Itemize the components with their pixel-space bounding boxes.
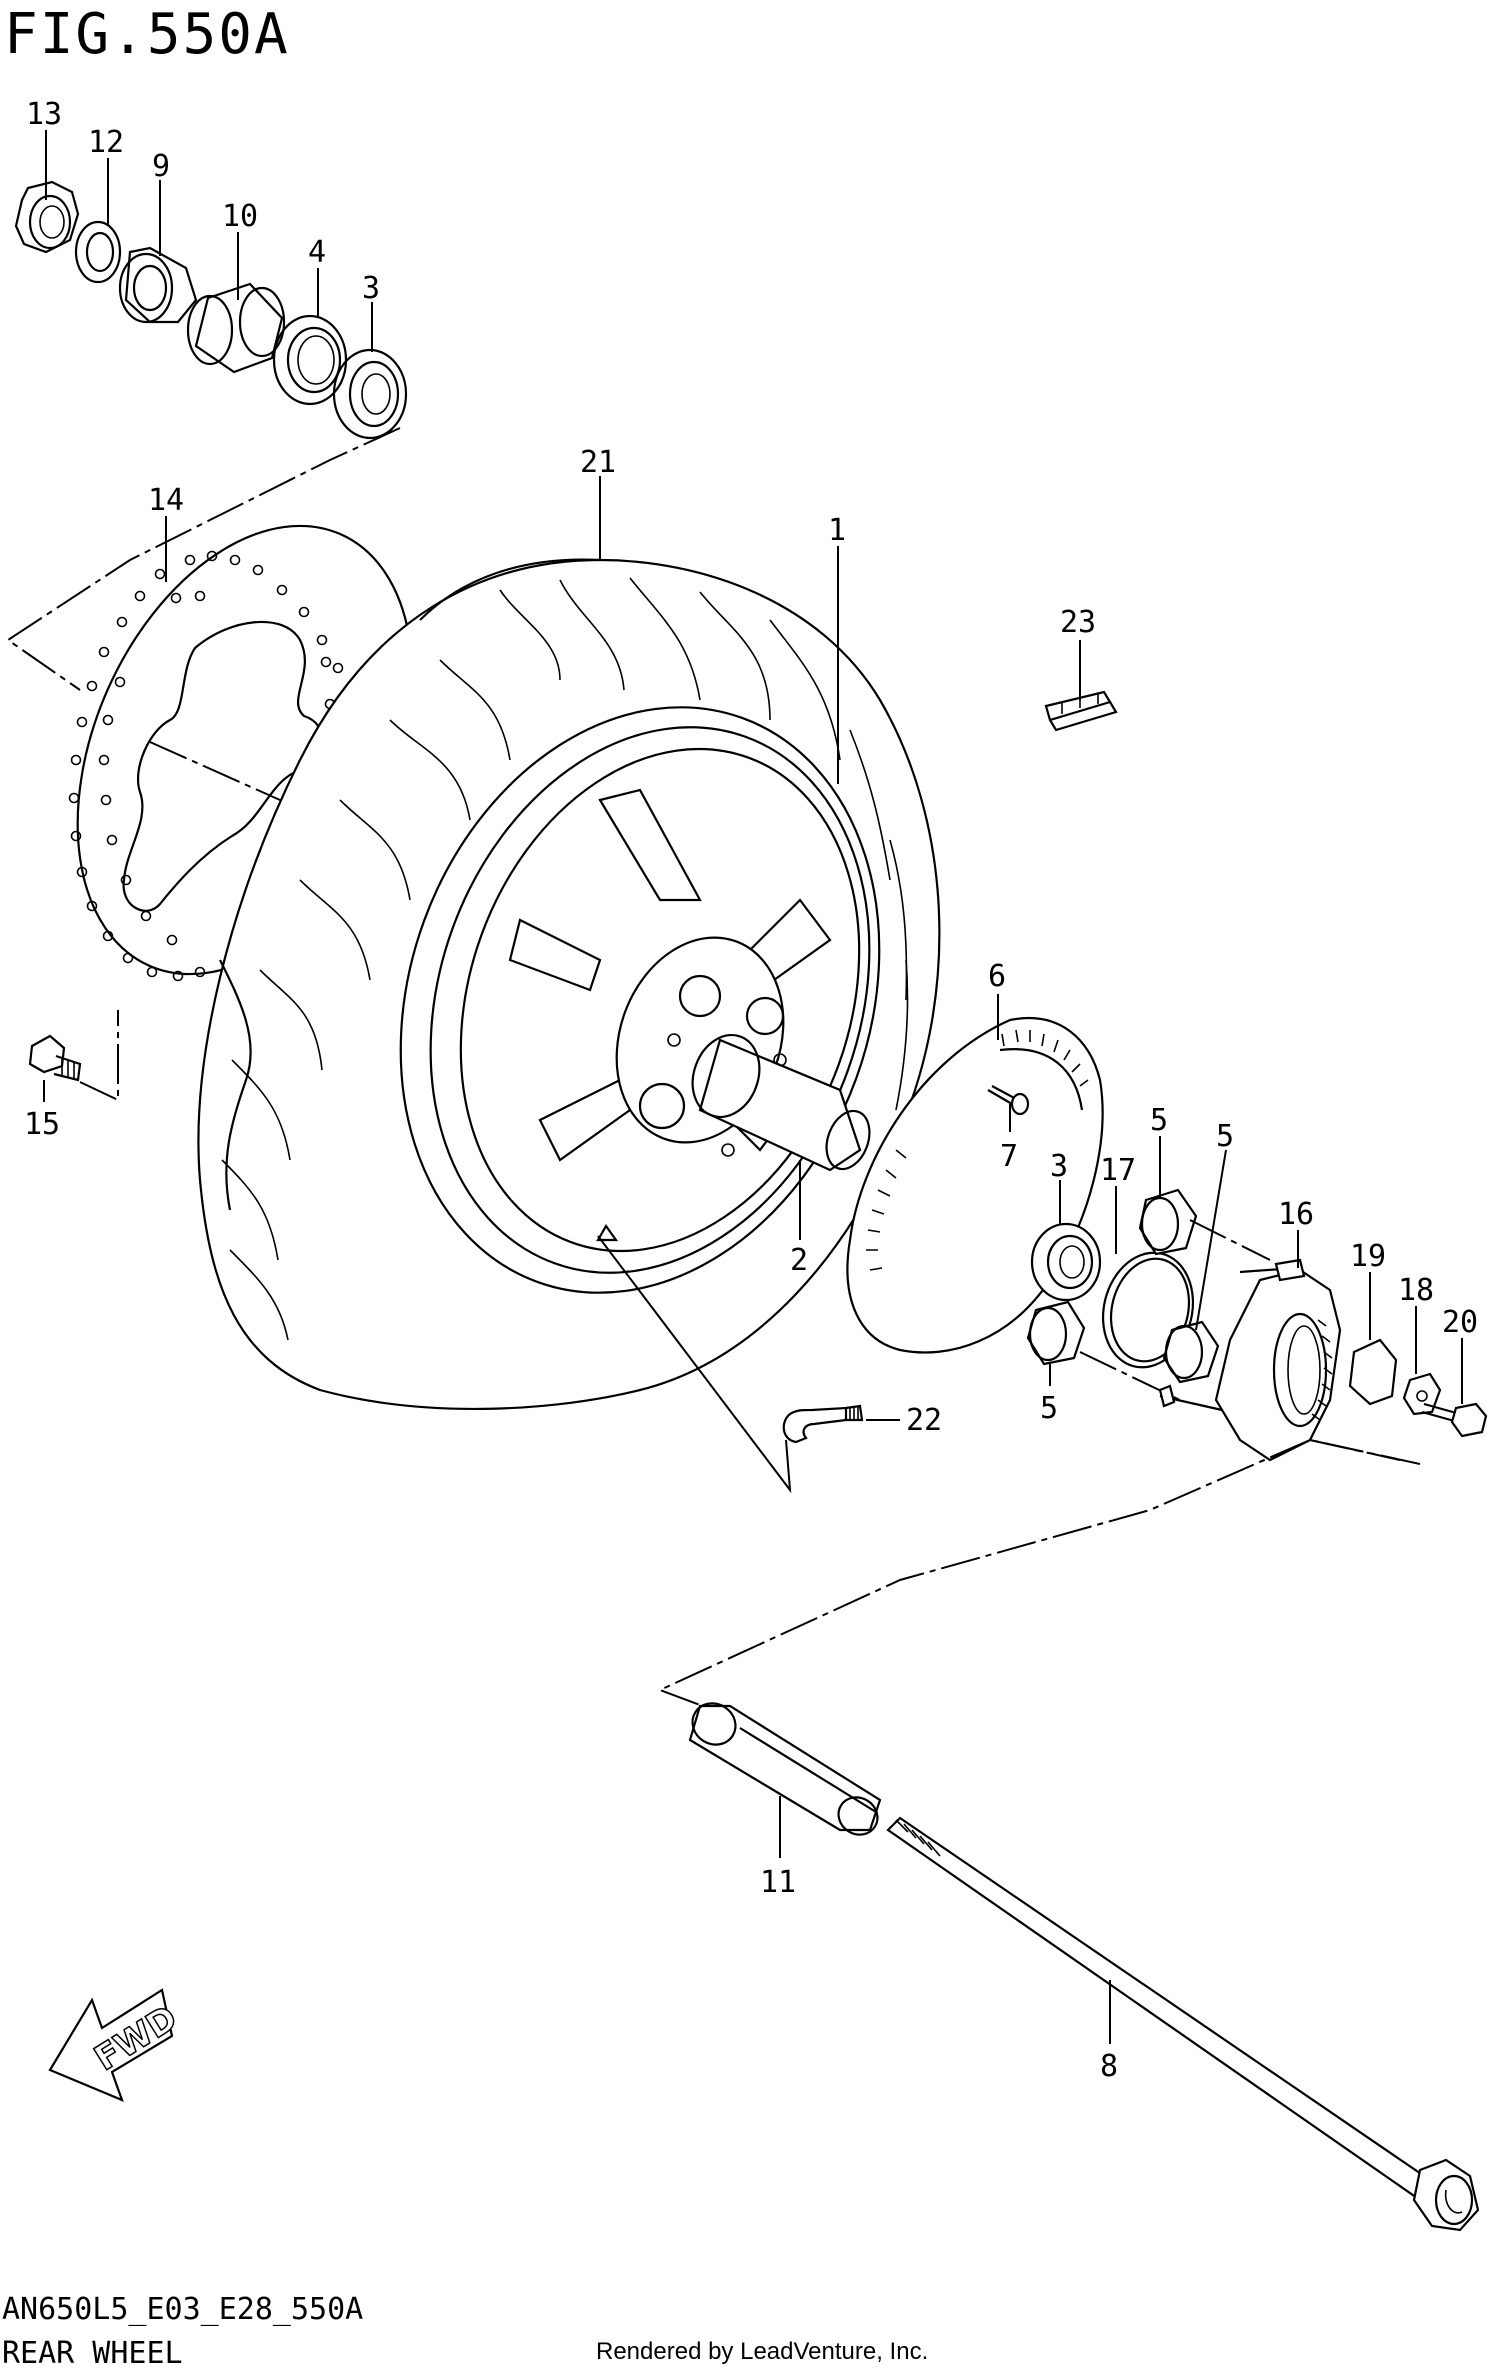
callout-2: 2 bbox=[790, 1243, 808, 1278]
callout-5-low: 5 bbox=[1040, 1391, 1058, 1426]
callout-8: 8 bbox=[1100, 2049, 1118, 2084]
callout-18: 18 bbox=[1398, 1273, 1434, 1308]
part-4-oil-seal bbox=[272, 314, 348, 406]
callout-1: 1 bbox=[828, 513, 846, 548]
callout-16: 16 bbox=[1278, 1197, 1314, 1232]
part-18-washer bbox=[1402, 1372, 1442, 1416]
callout-12: 12 bbox=[88, 125, 124, 160]
model-code: AN650L5_E03_E28_550A bbox=[2, 2292, 364, 2327]
callout-3-right: 3 bbox=[1050, 1149, 1068, 1184]
figure-title: FIG.550A bbox=[4, 2, 290, 67]
callout-9: 9 bbox=[152, 149, 170, 184]
callout-13: 13 bbox=[26, 97, 62, 132]
part-7-screw bbox=[987, 1085, 1030, 1116]
callout-6: 6 bbox=[988, 959, 1006, 994]
callout-22: 22 bbox=[906, 1403, 942, 1438]
part-11-collar bbox=[688, 1702, 882, 1836]
render-credit: Rendered by LeadVenture, Inc. bbox=[596, 2338, 929, 2365]
callout-5-mid: 5 bbox=[1216, 1119, 1234, 1154]
callout-20: 20 bbox=[1442, 1305, 1478, 1340]
fwd-arrow-icon: FWD bbox=[48, 1988, 185, 2102]
part-3-bearing-right bbox=[1030, 1222, 1102, 1302]
callout-21: 21 bbox=[580, 445, 616, 480]
callout-10: 10 bbox=[222, 199, 258, 234]
part-22-valve bbox=[782, 1404, 864, 1444]
callout-14: 14 bbox=[148, 483, 184, 518]
part-13-nut bbox=[14, 180, 80, 254]
part-9-collar bbox=[118, 246, 198, 324]
callout-15: 15 bbox=[24, 1107, 60, 1142]
part-20-bolt bbox=[1421, 1402, 1488, 1438]
part-15-bolt bbox=[28, 1034, 82, 1082]
part-5-damper-low bbox=[1026, 1300, 1086, 1366]
part-23-weight bbox=[1044, 690, 1118, 732]
part-12-washer bbox=[74, 220, 122, 284]
part-3-bearing-left bbox=[332, 348, 408, 440]
callout-19: 19 bbox=[1350, 1239, 1386, 1274]
callout-23: 23 bbox=[1060, 605, 1096, 640]
part-19-plate bbox=[1348, 1338, 1398, 1406]
callout-11: 11 bbox=[760, 1865, 796, 1900]
part-10-spacer bbox=[186, 282, 286, 374]
disc-holes bbox=[68, 550, 364, 982]
callout-leaders bbox=[43, 130, 1463, 2044]
callout-labels: 13 12 9 10 4 3 14 15 21 1 23 6 7 3 17 5 … bbox=[24, 97, 1478, 2084]
part-8-axle bbox=[886, 1816, 1480, 2232]
callout-4: 4 bbox=[308, 235, 326, 270]
callout-7: 7 bbox=[1000, 1139, 1018, 1174]
callout-17: 17 bbox=[1100, 1153, 1136, 1188]
callout-3-left: 3 bbox=[362, 271, 380, 306]
part-5-damper-top bbox=[1138, 1188, 1198, 1256]
callout-5-top: 5 bbox=[1150, 1103, 1168, 1138]
part-1-wheel bbox=[399, 706, 881, 1294]
part-5-damper-mid bbox=[1162, 1320, 1220, 1384]
section-name: REAR WHEEL bbox=[2, 2336, 183, 2371]
